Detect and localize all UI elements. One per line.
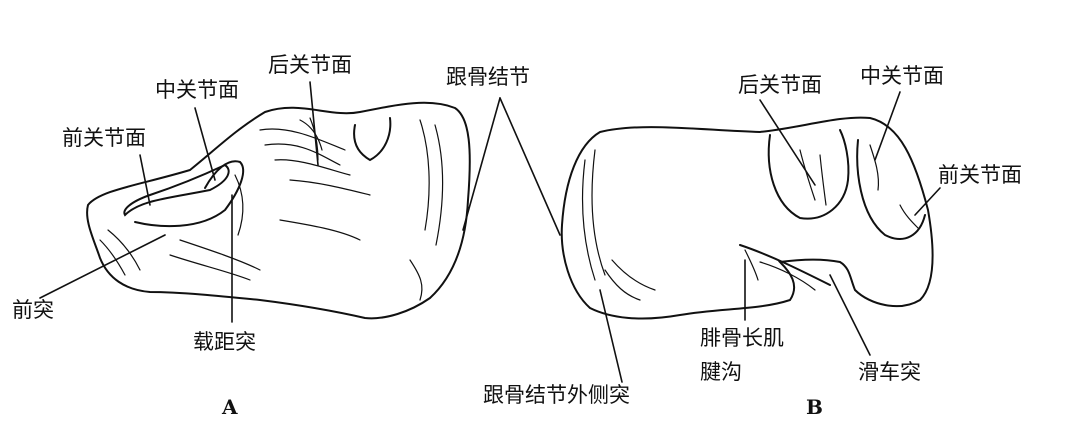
label-a-middle-facet: 中关节面 bbox=[155, 78, 239, 102]
calcaneus-medial-outline bbox=[86, 101, 471, 320]
label-b-posterior-facet: 后关节面 bbox=[738, 73, 822, 97]
label-a-anterior-facet: 前关节面 bbox=[62, 126, 146, 150]
label-b-peroneus-line1: 腓骨长肌 bbox=[700, 326, 784, 350]
peroneal-groove bbox=[739, 244, 831, 286]
hatching-a bbox=[99, 117, 444, 301]
label-b-trochlear-process: 滑车突 bbox=[858, 360, 921, 384]
panel-label-a: A bbox=[222, 395, 238, 419]
panel-label-b: B bbox=[806, 395, 823, 419]
calcaneus-lateral-outline bbox=[560, 116, 934, 320]
label-b-middle-facet: 中关节面 bbox=[860, 64, 944, 88]
posterior-facet-b bbox=[767, 129, 850, 220]
label-a-sustentaculum-tali: 载距突 bbox=[193, 330, 256, 354]
posterior-facet-a bbox=[353, 117, 392, 162]
label-b-peroneus-line2: 腱沟 bbox=[700, 360, 742, 384]
label-calcaneal-tuberosity: 跟骨结节 bbox=[446, 65, 530, 89]
middle-facet-a bbox=[134, 160, 245, 228]
label-a-posterior-facet: 后关节面 bbox=[268, 53, 352, 77]
label-a-anterior-process: 前突 bbox=[12, 298, 54, 322]
label-b-lateral-process: 跟骨结节外侧突 bbox=[483, 383, 630, 407]
leader-lines bbox=[39, 81, 941, 383]
label-b-anterior-facet: 前关节面 bbox=[938, 163, 1022, 187]
hatching-b bbox=[581, 144, 919, 301]
middle-anterior-facet-b bbox=[856, 139, 926, 240]
